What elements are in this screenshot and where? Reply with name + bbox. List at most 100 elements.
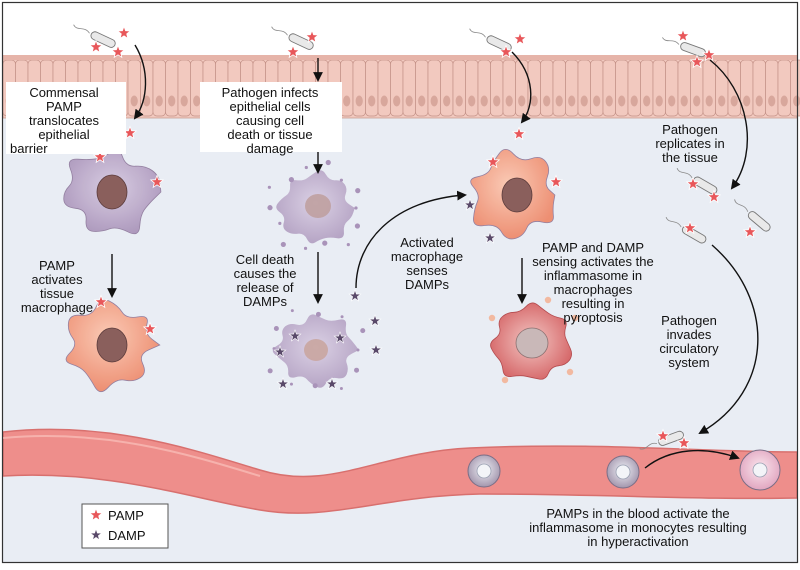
- cell-debris: [340, 387, 343, 390]
- resting-macrophage-nucleus: [97, 175, 127, 209]
- monocyte-1: [468, 455, 500, 487]
- epithelial-cell: [666, 60, 679, 116]
- label-sensing-l5: resulting in: [562, 296, 625, 311]
- label-cell-death-l1: Cell death: [236, 252, 295, 267]
- cell-debris: [268, 368, 273, 373]
- monocyte-1-nucleus: [477, 464, 491, 478]
- label-sensing-l4: macrophages: [554, 282, 633, 297]
- legend-pamp-label: PAMP: [108, 508, 144, 523]
- epithelial-nucleus: [731, 96, 738, 107]
- epithelial-cell: [403, 60, 416, 116]
- cell-debris: [289, 177, 294, 182]
- label-pathogen-replicates: Pathogen replicates in the tissue: [655, 122, 724, 165]
- epithelial-nucleus: [618, 96, 625, 107]
- cell-debris: [304, 247, 307, 250]
- cell-debris: [347, 243, 350, 246]
- lumen-area: [3, 3, 797, 55]
- epithelial-cell: [366, 60, 379, 116]
- monocyte-hyperactivated-nucleus: [753, 463, 767, 477]
- epithelial-cell: [391, 60, 404, 116]
- cell-debris: [360, 328, 365, 333]
- inflammatory-release: [545, 297, 551, 303]
- label-sensing-l3: inflammasome in: [544, 268, 642, 283]
- cell-debris: [340, 179, 343, 182]
- epithelial-nucleus: [768, 96, 775, 107]
- label-blood-pamps-l1: PAMPs in the blood activate the: [546, 506, 729, 521]
- label-blood-pamps-l3: in hyperactivation: [587, 534, 688, 549]
- epithelial-cell: [178, 60, 191, 116]
- epithelial-nucleus: [706, 96, 713, 107]
- epithelial-nucleus: [556, 96, 563, 107]
- label-pathogen-replicates-l1: Pathogen: [662, 122, 718, 137]
- activated-macrophage-left-nucleus: [97, 328, 127, 362]
- epithelial-nucleus: [418, 96, 425, 107]
- epithelial-nucleus: [631, 96, 638, 107]
- cell-debris: [355, 223, 360, 228]
- monocyte-hyperactivated: [740, 450, 780, 490]
- epithelial-cell: [791, 60, 800, 116]
- epithelial-cell: [691, 60, 704, 116]
- epithelial-nucleus: [718, 96, 725, 107]
- label-pathogen-infects-l3: causing cell: [236, 113, 304, 128]
- epithelial-nucleus: [593, 96, 600, 107]
- epithelial-cell: [553, 60, 566, 116]
- label-pamp-activates-l1: PAMP: [39, 258, 75, 273]
- label-pamp-activates-l3: tissue: [40, 286, 74, 301]
- epithelial-nucleus: [756, 96, 763, 107]
- epithelial-cell: [591, 60, 604, 116]
- epithelial-nucleus: [431, 96, 438, 107]
- epithelial-cell: [166, 60, 179, 116]
- ruptured-cell-nucleus: [304, 339, 328, 361]
- cell-debris: [290, 383, 293, 386]
- label-activated-macrophage-l1: Activated: [400, 235, 453, 250]
- epithelial-nucleus: [131, 96, 138, 107]
- epithelial-nucleus: [368, 96, 375, 107]
- epithelial-nucleus: [668, 96, 675, 107]
- label-pathogen-invades-l3: circulatory: [659, 341, 719, 356]
- cell-debris: [313, 383, 318, 388]
- epithelial-cell: [341, 60, 354, 116]
- pyroptotic-nucleus: [516, 328, 548, 358]
- label-blood-pamps-l2: inflammasome in monocytes resulting: [529, 520, 746, 535]
- epithelial-cell: [141, 60, 154, 116]
- epithelial-nucleus: [531, 96, 538, 107]
- label-cell-death-l3: release of: [236, 280, 293, 295]
- epithelial-cell: [653, 60, 666, 116]
- cell-debris: [305, 166, 308, 169]
- epithelial-nucleus: [656, 96, 663, 107]
- epithelial-nucleus: [681, 96, 688, 107]
- label-activated-macrophage-l4: DAMPs: [405, 277, 450, 292]
- epithelial-nucleus: [181, 96, 188, 107]
- cell-debris: [322, 241, 327, 246]
- epithelial-cell: [753, 60, 766, 116]
- label-pathogen-replicates-l3: the tissue: [662, 150, 718, 165]
- epithelial-nucleus: [406, 96, 413, 107]
- epithelial-nucleus: [356, 96, 363, 107]
- epithelial-cell: [578, 60, 591, 116]
- epithelial-nucleus: [606, 96, 613, 107]
- epithelial-nucleus: [581, 96, 588, 107]
- epithelial-nucleus: [568, 96, 575, 107]
- cell-debris: [341, 315, 344, 318]
- epithelial-cell: [541, 60, 554, 116]
- label-sensing-l1: PAMP and DAMP: [542, 240, 644, 255]
- epithelial-nucleus: [493, 96, 500, 107]
- epithelial-cell: [128, 60, 141, 116]
- activated-macrophage-center-nucleus: [502, 178, 532, 212]
- epithelial-cell: [503, 60, 516, 116]
- epithelial-nucleus: [468, 96, 475, 107]
- epithelial-nucleus: [781, 96, 788, 107]
- epithelial-nucleus: [381, 96, 388, 107]
- label-pathogen-invades-l2: invades: [667, 327, 712, 342]
- epithelial-nucleus: [443, 96, 450, 107]
- epithelial-cell: [428, 60, 441, 116]
- inflammatory-release: [567, 369, 573, 375]
- label-pathogen-invades-l4: system: [668, 355, 709, 370]
- epithelial-nucleus: [156, 96, 163, 107]
- epithelial-cell: [603, 60, 616, 116]
- cell-debris: [357, 349, 360, 352]
- label-cell-death: Cell death causes the release of DAMPs: [234, 252, 297, 309]
- epithelial-nucleus: [506, 96, 513, 107]
- epithelial-cell: [478, 60, 491, 116]
